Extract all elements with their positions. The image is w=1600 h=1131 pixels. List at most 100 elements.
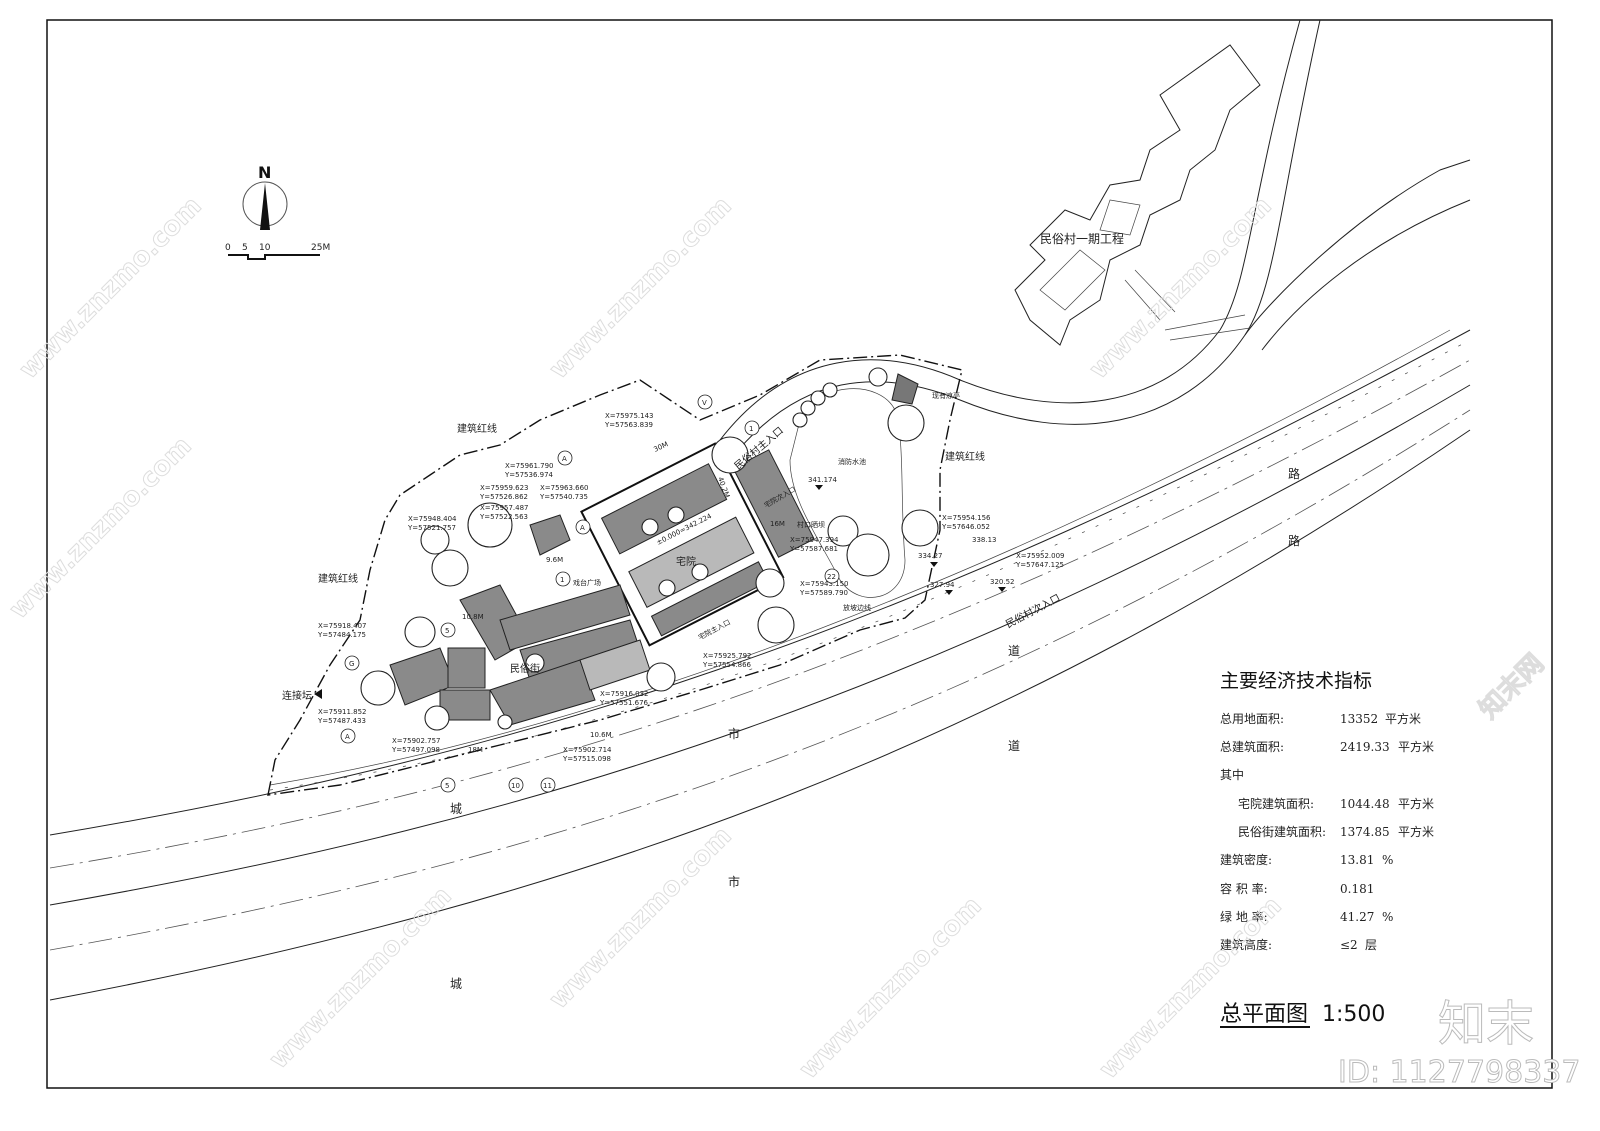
stage-square-label: 戏台广场 (573, 578, 601, 587)
axis-label: 11 (543, 782, 552, 790)
watermark-text: www.znzmo.com (1084, 191, 1278, 385)
economic-indicators-table: 主要经济技术指标 总用地面积: 13352 平方米 总建筑面积: 2419.33 平方米… (1220, 670, 1434, 952)
road-label: 路 (1288, 533, 1300, 548)
elevation: 341.174 (808, 476, 837, 484)
coord-x: X=75963.660 (540, 484, 589, 492)
road-label: 市 (728, 874, 740, 889)
watermark-brand: 知末 (1438, 996, 1534, 1052)
watermark-text: 知末网 (1474, 649, 1550, 725)
indicator-row: 民俗街建筑面积: 1374.85 平方米 (1238, 824, 1434, 839)
road-label: 路 (1288, 466, 1300, 481)
svg-text:总用地面积:: 总用地面积: (1220, 712, 1284, 726)
watermark-text: www.znzmo.com (4, 431, 198, 625)
coord-y: Y=57484.175 (317, 631, 366, 639)
road-label: 道 (1008, 644, 1020, 658)
scale-tick: 10 (259, 243, 271, 253)
indicator-row: 建筑密度:13.81% (1220, 852, 1393, 867)
house-main-entrance-label: 宅院主入口 (697, 617, 732, 641)
axis-label: V (702, 399, 707, 407)
watermark-text: www.znzmo.com (544, 191, 738, 385)
svg-text:层: 层 (1365, 938, 1377, 952)
svg-text:民俗街建筑面积:: 民俗街建筑面积: (1238, 824, 1326, 839)
drawing-scale: 1:500 (1322, 1002, 1385, 1027)
axis-label: 1 (560, 576, 564, 584)
elevation: 320.52 (990, 578, 1015, 586)
scale-tick: 5 (242, 243, 248, 253)
coord-y: Y=57521.757 (407, 524, 456, 532)
svg-text:%: % (1382, 910, 1393, 924)
axis-label: A (562, 455, 567, 463)
indicator-row: 总建筑面积: 2419.33 平方米 (1220, 739, 1434, 754)
axis-label: G (349, 660, 354, 668)
svg-text:总建筑面积:: 总建筑面积: (1220, 739, 1284, 754)
watermark-text: www.znzmo.com (14, 191, 208, 385)
connector-label: 连接坛 (282, 689, 312, 702)
coord-x: X=75902.714 (563, 746, 612, 754)
svg-text:容 积 率:: 容 积 率: (1220, 881, 1268, 896)
svg-text:%: % (1382, 853, 1393, 867)
svg-text:绿 地 率:: 绿 地 率: (1220, 909, 1268, 924)
red-line-label: 建筑红线 (318, 572, 358, 585)
coord-x: X=75954.156 (942, 514, 991, 522)
svg-text:2419.33: 2419.33 (1340, 740, 1390, 754)
site-red-line (267, 354, 963, 796)
svg-text:≤2: ≤2 (1340, 938, 1358, 952)
folk-street-label: 民俗街 (510, 662, 540, 675)
svg-text:1044.48: 1044.48 (1340, 797, 1390, 811)
drawing-title: 总平面图 (1220, 1002, 1308, 1027)
coord-y: Y=57526.862 (479, 493, 528, 501)
watermark: www.znzmo.com www.znzmo.com www.znzmo.co… (3, 191, 1581, 1091)
fire-pool-label: 消防水池 (838, 457, 866, 466)
coord-y: Y=57536.974 (504, 471, 554, 479)
svg-text:0.181: 0.181 (1340, 882, 1374, 896)
north-label: N (258, 163, 271, 182)
svg-text:平方米: 平方米 (1398, 824, 1434, 839)
red-line-label: 建筑红线 (457, 422, 497, 435)
coord-x: X=75948.404 (408, 515, 457, 523)
phase-one-label: 民俗村一期工程 (1040, 231, 1124, 246)
coord-y: Y=57497.098 (391, 746, 440, 754)
coord-y: Y=57587.681 (789, 545, 838, 553)
watermark-text: www.znzmo.com (264, 881, 458, 1075)
watermark-text: www.znzmo.com (794, 891, 988, 1085)
coord-x: X=75947.394 (790, 536, 839, 544)
svg-text:建筑密度:: 建筑密度: (1220, 852, 1272, 867)
svg-text:13352: 13352 (1340, 712, 1378, 726)
dimension: 30M (652, 440, 669, 454)
courtyard-label: 宅院 (676, 555, 696, 568)
svg-text:1374.85: 1374.85 (1340, 825, 1390, 839)
road-label: 市 (728, 726, 740, 741)
coord-y: Y=57522.563 (479, 513, 528, 521)
fire-pool (789, 388, 906, 598)
indicator-row: 其中 (1220, 767, 1244, 782)
phase-one-building-outline (1014, 44, 1261, 346)
axis-label: 1 (749, 425, 753, 433)
dimension: 10.8M (462, 613, 484, 621)
pavilion (891, 373, 919, 405)
coord-y: Y=57540.735 (539, 493, 588, 501)
coord-y: Y=57515.098 (562, 755, 611, 763)
coord-y: Y=57563.839 (604, 421, 653, 429)
scale-bar: 0 5 10 25M (225, 243, 330, 260)
grid-axis-markers: A A A 1 1 5 5 G 10 11 22 V (340, 394, 840, 793)
indicators-heading: 主要经济技术指标 (1220, 670, 1372, 692)
svg-text:平方米: 平方米 (1398, 739, 1434, 754)
upper-road (719, 19, 1471, 461)
dimension: 18M (468, 746, 483, 754)
coord-y: Y=57487.433 (317, 717, 366, 725)
drawing-frame (46, 19, 1553, 1089)
elevation: 338.13 (972, 536, 997, 544)
coord-x: X=75911.852 (318, 708, 367, 716)
road-label: 城 (450, 802, 462, 816)
axis-label: A (345, 733, 350, 741)
svg-text:41.27: 41.27 (1340, 910, 1374, 924)
indicator-row: 容 积 率: 0.181 (1220, 881, 1374, 896)
courtyard-compound (580, 442, 815, 647)
trees (360, 367, 939, 731)
axis-label: 5 (445, 782, 449, 790)
entrance-arrow-icon (314, 689, 322, 699)
